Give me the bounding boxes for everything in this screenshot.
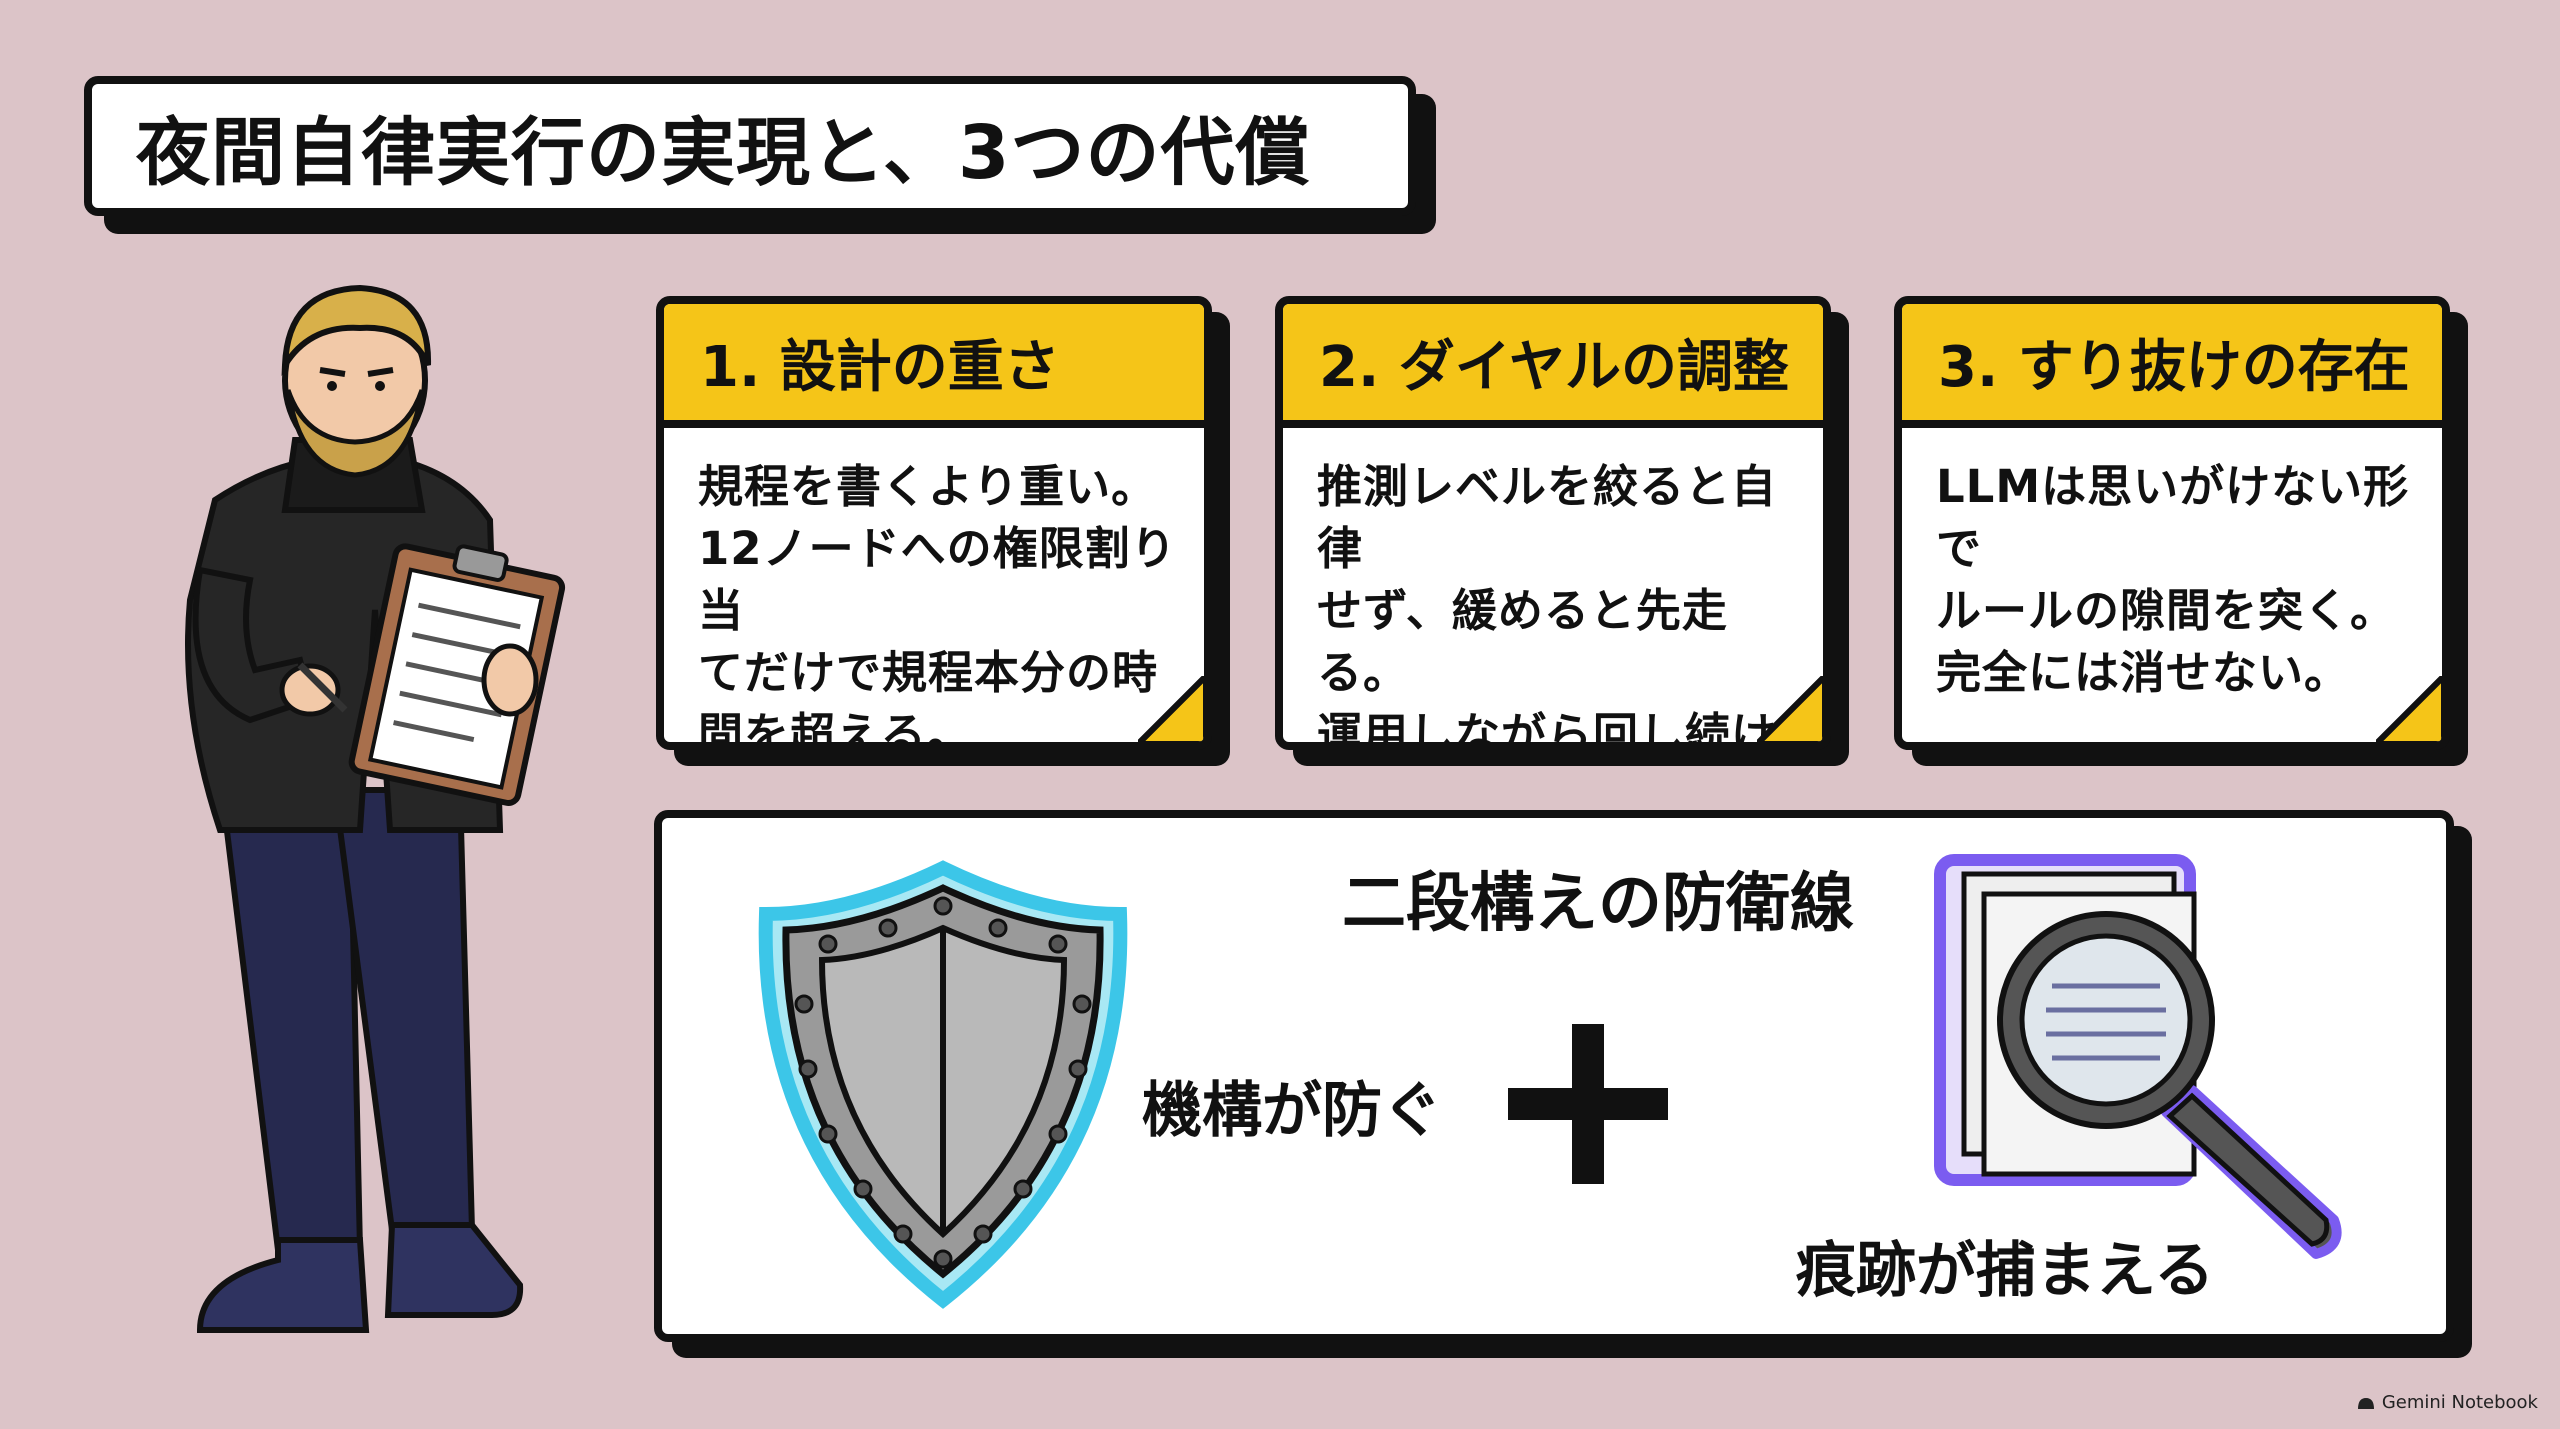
card-body: 規程を書くより重い。 12ノードへの権限割り当 てだけで規程本分の時 間を超える… xyxy=(698,460,1177,750)
card-heading: 2. ダイヤルの調整 xyxy=(1319,334,1790,400)
defense-panel: 二段構えの防衛線 機構が防ぐ 痕跡が捕まえる xyxy=(654,810,2454,1342)
cost-card-2: 2. ダイヤルの調整 推測レベルを絞ると自律 せず、緩めると先走る。 運用しなが… xyxy=(1275,296,1831,750)
fold-corner-icon xyxy=(1757,676,1823,742)
cost-card-3: 3. すり抜けの存在 LLMは思いがけない形で ルールの隙間を突く。 完全には消… xyxy=(1894,296,2450,750)
watermark-text: Gemini Notebook xyxy=(2381,1392,2538,1413)
gemini-notebook-icon xyxy=(2357,1397,2374,1409)
fold-corner-icon xyxy=(2376,676,2442,742)
card-heading: 1. 設計の重さ xyxy=(700,334,1060,400)
card-heading-bar: 3. すり抜けの存在 xyxy=(1902,304,2442,428)
plus-icon xyxy=(1508,1024,1668,1184)
card-body: LLMは思いがけない形で ルールの隙間を突く。 完全には消せない。 xyxy=(1936,460,2410,699)
fold-corner-icon xyxy=(1138,676,1204,742)
card-heading: 3. すり抜けの存在 xyxy=(1938,334,2410,400)
cost-card-1: 1. 設計の重さ 規程を書くより重い。 12ノードへの権限割り当 てだけで規程本… xyxy=(656,296,1212,750)
watermark: Gemini Notebook xyxy=(2356,1392,2538,1413)
magnifier-document-icon xyxy=(1934,854,2342,1259)
title-box: 夜間自律実行の実現と、3つの代償 xyxy=(84,76,1416,216)
card-heading-bar: 2. ダイヤルの調整 xyxy=(1283,304,1823,428)
person-illustration xyxy=(185,284,566,1333)
card-heading-bar: 1. 設計の重さ xyxy=(664,304,1204,428)
page-title: 夜間自律実行の実現と、3つの代償 xyxy=(136,109,1311,196)
card-body: 推測レベルを絞ると自律 せず、緩めると先走る。 運用しながら回し続ける 必要があ… xyxy=(1317,460,1778,750)
defense-title: 二段構えの防衛線 xyxy=(1342,867,1854,941)
shield-icon xyxy=(758,860,1128,1309)
trace-label: 痕跡が捕まえる xyxy=(1796,1236,2215,1306)
mechanism-label: 機構が防ぐ xyxy=(1142,1076,1442,1146)
